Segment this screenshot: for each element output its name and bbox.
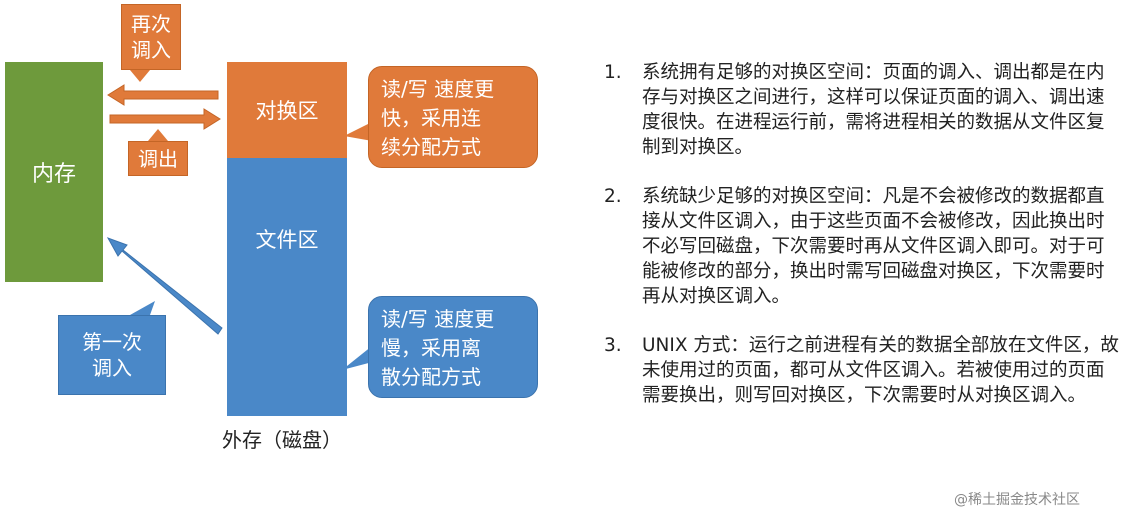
file-area-label: 文件区 bbox=[255, 228, 319, 252]
list-item-number: 2. bbox=[604, 186, 622, 207]
first-in-label: 第一次 调入 bbox=[58, 315, 166, 395]
re-in-label: 再次 调入 bbox=[121, 4, 181, 70]
list-item-text: 系统缺少足够的对换区空间：凡是不会被修改的数据都直接从文件区调入，由于这些页面不… bbox=[642, 186, 1105, 307]
list-item-number: 3. bbox=[604, 335, 622, 356]
out-label: 调出 bbox=[128, 141, 188, 176]
list-item: 1. 系统拥有足够的对换区空间：页面的调入、调出都是在内存与对换区之间进行，这样… bbox=[602, 60, 1122, 160]
swap-area-callout: 读/写 速度更 快，采用连 续分配方式 bbox=[368, 66, 538, 168]
list-item: 2. 系统缺少足够的对换区空间：凡是不会被修改的数据都直接从文件区调入，由于这些… bbox=[602, 184, 1122, 309]
explanation-list: 1. 系统拥有足够的对换区空间：页面的调入、调出都是在内存与对换区之间进行，这样… bbox=[602, 60, 1122, 432]
re-in-pointer bbox=[130, 70, 150, 82]
file-area-callout: 读/写 速度更 慢，采用离 散分配方式 bbox=[368, 296, 538, 398]
memory-label: 内存 bbox=[31, 162, 76, 187]
arrow-swap-to-memory bbox=[107, 84, 219, 106]
file-area-block: 文件区 bbox=[227, 158, 347, 416]
list-item-text: UNIX 方式：运行之前进程有关的数据全部放在文件区，故未使用过的页面，都可从文… bbox=[642, 335, 1119, 406]
watermark: @稀土掘金技术社区 bbox=[954, 492, 1080, 508]
swap-area-label: 对换区 bbox=[255, 99, 319, 123]
re-in-text: 再次 调入 bbox=[131, 12, 171, 62]
arrow-memory-to-swap bbox=[109, 108, 221, 130]
swap-area-block: 对换区 bbox=[227, 62, 347, 158]
list-item-number: 1. bbox=[604, 62, 622, 83]
list-item-text: 系统拥有足够的对换区空间：页面的调入、调出都是在内存与对换区之间进行，这样可以保… bbox=[642, 62, 1105, 158]
external-storage-label: 外存（磁盘） bbox=[222, 428, 342, 452]
first-in-text: 第一次 调入 bbox=[82, 330, 142, 380]
arrow-file-to-memory bbox=[106, 237, 223, 335]
memory-block: 内存 bbox=[5, 62, 103, 282]
out-text: 调出 bbox=[138, 146, 178, 171]
list-item: 3. UNIX 方式：运行之前进程有关的数据全部放在文件区，故未使用过的页面，都… bbox=[602, 333, 1122, 408]
first-in-pointer bbox=[130, 301, 155, 315]
out-pointer bbox=[148, 129, 168, 141]
